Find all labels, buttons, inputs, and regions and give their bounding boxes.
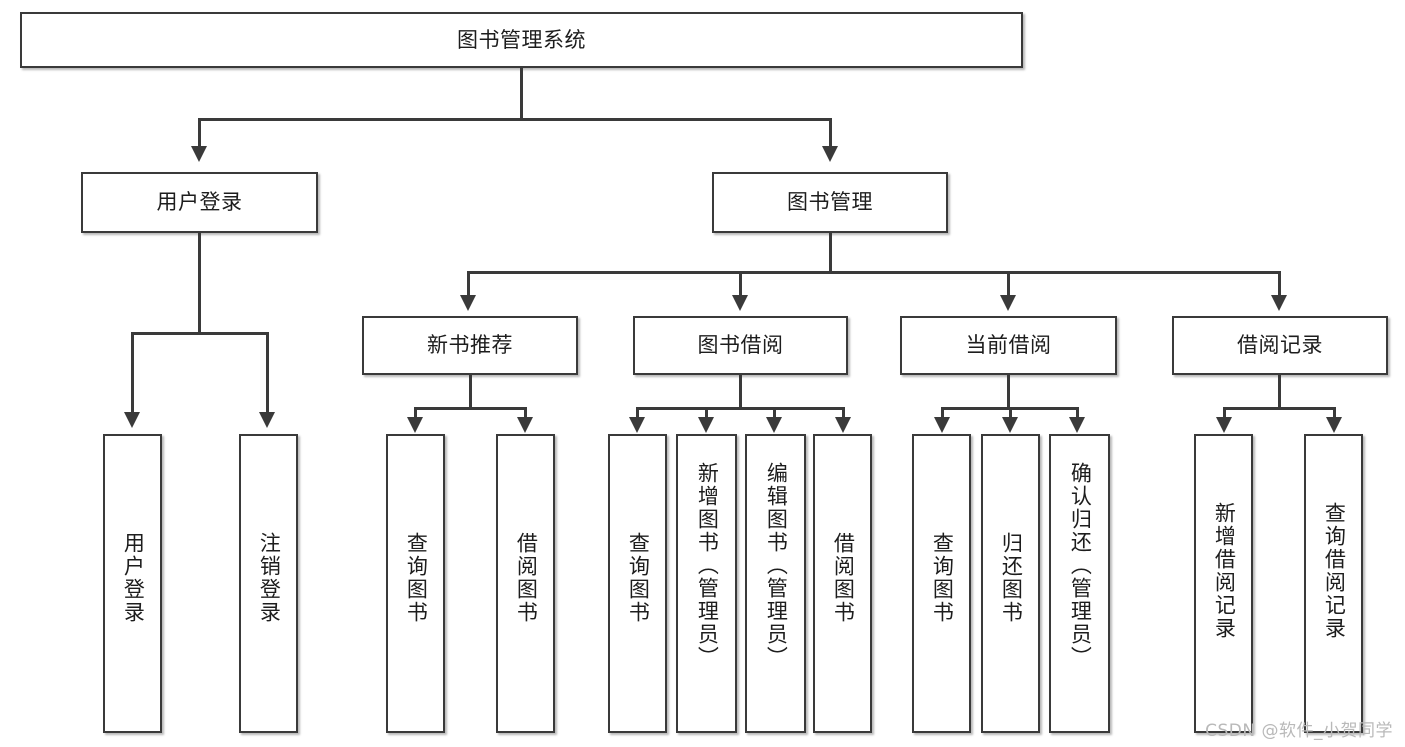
arrow-to-bb-leaf-4 — [835, 417, 851, 433]
arrow-to-br-leaf-1 — [1216, 417, 1232, 433]
node-borrow-record[interactable]: 借阅记录 — [1172, 316, 1388, 375]
arrow-to-nbr-leaf-1 — [407, 417, 423, 433]
leaf-borrow-book-nbr[interactable]: 借阅图书 — [496, 434, 555, 733]
leaf-query-borrow-record[interactable]: 查询借阅记录 — [1304, 434, 1363, 733]
arrow-to-cb-leaf-1 — [934, 417, 950, 433]
node-user-login[interactable]: 用户登录 — [81, 172, 318, 233]
connector-bb-stem — [739, 375, 742, 409]
leaf-confirm-return-admin[interactable]: 确认归还（管理员） — [1049, 434, 1110, 733]
connector-br-drop-2 — [1333, 407, 1336, 419]
connector-root-bus — [198, 118, 832, 121]
arrow-to-book-management — [822, 146, 838, 162]
connector-cb-drop-1 — [941, 407, 944, 419]
connector-root-drop-2 — [829, 118, 832, 148]
leaf-user-login[interactable]: 用户登录 — [103, 434, 162, 733]
arrow-to-bb-leaf-2 — [698, 417, 714, 433]
leaf-logout[interactable]: 注销登录 — [239, 434, 298, 733]
watermark: CSDN @软件_小贺同学 — [1205, 721, 1393, 741]
connector-bb-bus — [636, 407, 844, 410]
node-label: 借阅图书 — [831, 532, 856, 624]
connector-bb-drop-2 — [705, 407, 708, 419]
connector-user-login-bus — [131, 332, 268, 335]
node-book-management[interactable]: 图书管理 — [712, 172, 948, 233]
connector-nbr-stem — [469, 375, 472, 409]
node-label: 新书推荐 — [427, 333, 513, 358]
connector-book-management-stem — [829, 233, 832, 273]
connector-nbr-drop-2 — [524, 407, 527, 419]
connector-cb-stem — [1007, 375, 1010, 409]
leaf-query-book-cb[interactable]: 查询图书 — [912, 434, 971, 733]
node-label: 用户登录 — [121, 532, 146, 624]
node-label: 注销登录 — [257, 532, 282, 624]
connector-user-login-drop-2 — [266, 332, 269, 414]
node-label: 新增借阅记录 — [1212, 502, 1237, 640]
connector-cb-drop-3 — [1076, 407, 1079, 419]
connector-nbr-bus — [414, 407, 526, 410]
arrow-to-book-borrow — [732, 295, 748, 311]
arrow-to-bb-leaf-1 — [629, 417, 645, 433]
connector-cb-drop-2 — [1009, 407, 1012, 419]
connector-bm-drop-2 — [739, 271, 742, 297]
arrow-to-logout-leaf — [259, 412, 275, 428]
connector-br-stem — [1278, 375, 1281, 409]
node-label: 查询图书 — [404, 532, 429, 624]
leaf-add-book-admin[interactable]: 新增图书（管理员） — [676, 434, 737, 733]
node-label: 图书管理 — [787, 190, 873, 215]
node-label: 查询图书 — [930, 532, 955, 624]
arrow-to-user-login-leaf — [124, 412, 140, 428]
arrow-to-bb-leaf-3 — [766, 417, 782, 433]
node-label: 图书借阅 — [697, 333, 784, 358]
node-label: 图书管理系统 — [457, 27, 586, 52]
arrow-to-current-borrow — [1000, 295, 1016, 311]
leaf-query-book-bb[interactable]: 查询图书 — [608, 434, 667, 733]
node-label: 借阅图书 — [514, 532, 539, 624]
node-book-management-system[interactable]: 图书管理系统 — [20, 12, 1023, 68]
connector-bm-drop-1 — [467, 271, 470, 297]
node-label: 用户登录 — [156, 190, 243, 215]
node-label: 借阅记录 — [1237, 333, 1323, 358]
arrow-to-user-login — [191, 146, 207, 162]
node-label: 确认归还（管理员） — [1068, 462, 1093, 669]
node-new-book-recommend[interactable]: 新书推荐 — [362, 316, 578, 375]
arrow-to-nbr-leaf-2 — [517, 417, 533, 433]
node-label: 新增图书（管理员） — [695, 462, 720, 669]
node-current-borrow[interactable]: 当前借阅 — [900, 316, 1117, 375]
leaf-add-borrow-record[interactable]: 新增借阅记录 — [1194, 434, 1253, 733]
leaf-borrow-book-bb[interactable]: 借阅图书 — [813, 434, 872, 733]
node-label: 当前借阅 — [965, 333, 1052, 358]
connector-bb-drop-4 — [842, 407, 845, 419]
leaf-edit-book-admin[interactable]: 编辑图书（管理员） — [745, 434, 806, 733]
connector-book-management-bus — [467, 271, 1280, 274]
node-book-borrow[interactable]: 图书借阅 — [633, 316, 848, 375]
leaf-return-book[interactable]: 归还图书 — [981, 434, 1040, 733]
arrow-to-borrow-record — [1271, 295, 1287, 311]
connector-bb-drop-3 — [773, 407, 776, 419]
arrow-to-cb-leaf-2 — [1002, 417, 1018, 433]
connector-br-drop-1 — [1223, 407, 1226, 419]
arrow-to-cb-leaf-3 — [1069, 417, 1085, 433]
leaf-query-book-nbr[interactable]: 查询图书 — [386, 434, 445, 733]
connector-root-stem — [520, 68, 523, 120]
connector-root-drop-1 — [198, 118, 201, 148]
connector-nbr-drop-1 — [414, 407, 417, 419]
connector-br-bus — [1223, 407, 1335, 410]
connector-bb-drop-1 — [636, 407, 639, 419]
node-label: 编辑图书（管理员） — [764, 462, 789, 669]
node-label: 查询图书 — [626, 532, 651, 624]
connector-user-login-drop-1 — [131, 332, 134, 414]
connector-bm-drop-4 — [1278, 271, 1281, 297]
arrow-to-new-book-recommend — [460, 295, 476, 311]
arrow-to-br-leaf-2 — [1326, 417, 1342, 433]
connector-bm-drop-3 — [1007, 271, 1010, 297]
node-label: 归还图书 — [999, 532, 1024, 624]
node-label: 查询借阅记录 — [1322, 502, 1347, 640]
connector-user-login-stem — [198, 233, 201, 334]
